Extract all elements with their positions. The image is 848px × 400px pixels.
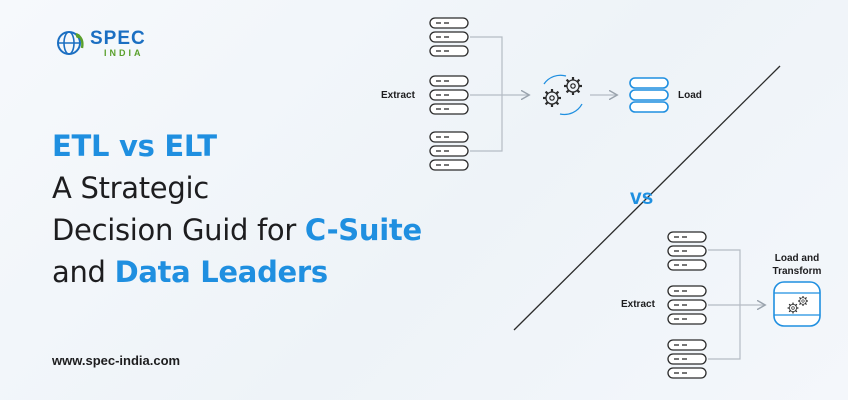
gears-icon [541, 74, 584, 116]
diagonal-divider [513, 65, 781, 331]
headline-line-2: A Strategic [52, 171, 209, 205]
headline-line-1: ETL vs ELT [52, 129, 217, 163]
server-stack-icon [429, 17, 469, 57]
server-stack-icon [667, 285, 707, 325]
headline-line-3-highlight: C-Suite [304, 213, 422, 247]
server-stack-icon [667, 231, 707, 271]
server-stack-icon [429, 75, 469, 115]
database-icon [629, 77, 669, 113]
vs-label: vs [630, 186, 654, 209]
headline-line-3: Decision Guid for C-Suite [52, 209, 422, 251]
server-stack-icon [667, 339, 707, 379]
headline-line-4-prefix: and [52, 255, 115, 289]
etl-load-label: Load [678, 90, 702, 101]
etl-extract-label: Extract [381, 90, 415, 101]
brand-sub: INDIA [104, 47, 144, 58]
globe-logo-icon [57, 31, 84, 55]
headline-line-3-prefix: Decision Guid for [52, 213, 305, 247]
cloud-gears-icon [773, 281, 821, 327]
headline-line-4: and Data Leaders [52, 251, 422, 293]
headline-line-4-highlight: Data Leaders [114, 255, 329, 289]
elt-load-transform-label: Load and Transform [772, 253, 822, 277]
headline: ETL vs ELT A Strategic Decision Guid for… [52, 125, 422, 293]
brand-logo: SPEC INDIA [56, 28, 146, 58]
elt-extract-label: Extract [621, 299, 655, 310]
server-stack-icon [429, 131, 469, 171]
brand-name: SPEC [90, 27, 146, 49]
website-url: www.spec-india.com [52, 353, 181, 368]
